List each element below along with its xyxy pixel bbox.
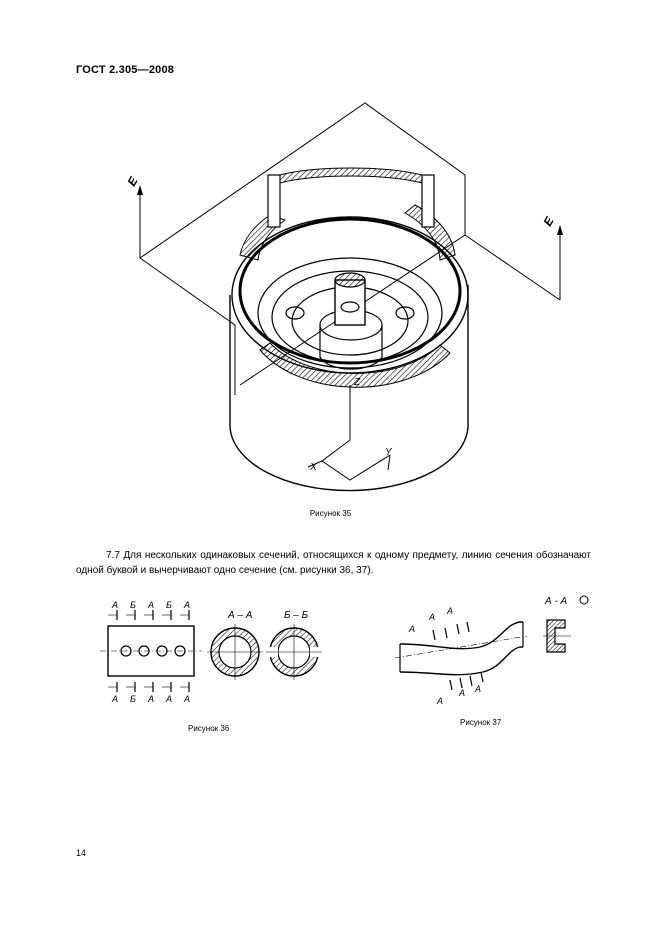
axis-y-label: Y [385,447,393,458]
label-a-top-1: А [111,600,118,610]
figure-35-caption: Рисунок 35 [309,509,352,518]
figure-36-drawing: А Б А Б А А Б А А А А – А Б – Б [100,600,324,704]
label-a-37-2: А [428,612,435,622]
label-a-bottom-3: А [165,694,172,704]
section-7-7-paragraph: 7.7 Для нескольких одинаковых сечений, о… [76,550,591,576]
label-a-37-3: А [446,606,453,616]
label-b-top-1: Б [130,600,136,610]
document-header: ГОСТ 2.305—2008 [76,64,175,76]
cylinder-body [229,167,469,492]
rotation-sign-icon [579,595,589,605]
section-bb-label: Б – Б [284,610,309,621]
axis-z-label: Z [353,377,361,388]
coordinate-axes [307,385,391,481]
label-a-37-5: А [458,688,465,698]
section-letter-e-right: Е [540,214,557,229]
figure-37-drawing: А А А А А А А - А [395,595,589,706]
label-a-top-3: А [183,600,190,610]
page-number: 14 [76,848,87,858]
figure-35-drawing: Е Е X Y Z [124,102,563,492]
label-a-bottom-4: А [183,694,190,704]
label-a-37-6: А [474,684,481,694]
section-label-37: А - А [544,596,568,607]
label-a-bottom-2: А [147,694,154,704]
label-a-37-1: А [408,624,415,634]
label-b-top-2: Б [166,600,172,610]
section-letter-e-left: Е [124,174,141,189]
cutting-planes [139,102,561,395]
axis-x-label: X [309,462,317,473]
figure-36-caption: Рисунок 36 [188,724,230,733]
inner-hub [257,257,443,370]
label-a-top-2: А [147,600,154,610]
section-aa-label: А – А [227,610,253,621]
label-a-bottom-1: А [111,694,118,704]
label-a-37-4: А [436,696,443,706]
figure-37-caption: Рисунок 37 [460,718,502,727]
label-b-bottom-1: Б [130,694,136,704]
